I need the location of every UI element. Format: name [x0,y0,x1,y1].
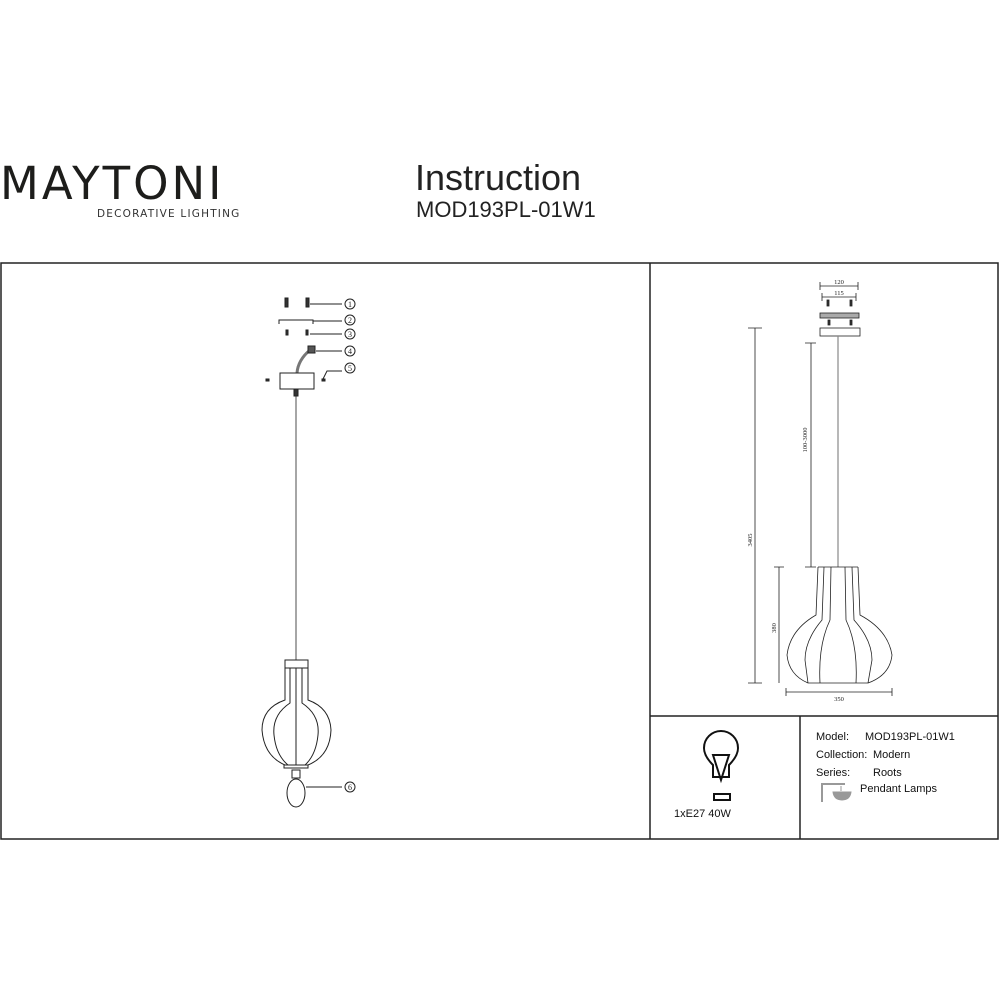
series-label: Series: [816,767,851,779]
dimension-label: 100-3000 [802,428,809,453]
lamp-type: Pendant Lamps [860,783,938,795]
brand-logo: MAYTONI [0,157,225,210]
model-value: MOD193PL-01W1 [865,731,955,743]
part-number: 5 [348,364,352,373]
series-value: Roots [873,767,902,779]
page-title: Instruction [415,157,582,198]
assembly-drawing [261,297,356,808]
dimension-label: 120 [834,279,844,286]
sheet-frame [0,262,999,840]
model-label: Model: [816,731,850,743]
light-bulb-icon [702,730,740,801]
bulb-spec: 1xE27 40W [674,808,731,820]
part-number: 2 [348,316,352,325]
model-number: MOD193PL-01W1 [416,197,596,222]
dimension-label: 3405 [747,534,754,547]
collection-label: Collection: [816,749,868,761]
part-number: 1 [348,300,352,309]
dimension-drawing [748,282,893,696]
part-number: 6 [348,783,352,792]
dimension-label: 380 [771,623,778,633]
collection-value: Modern [873,749,911,761]
dimension-label: 115 [834,290,844,297]
part-number: 3 [348,330,352,339]
pendant-lamp-icon [821,783,852,802]
dimension-label: 350 [834,696,844,703]
part-number: 4 [348,347,352,356]
brand-tagline: DECORATIVE LIGHTING [97,208,241,220]
